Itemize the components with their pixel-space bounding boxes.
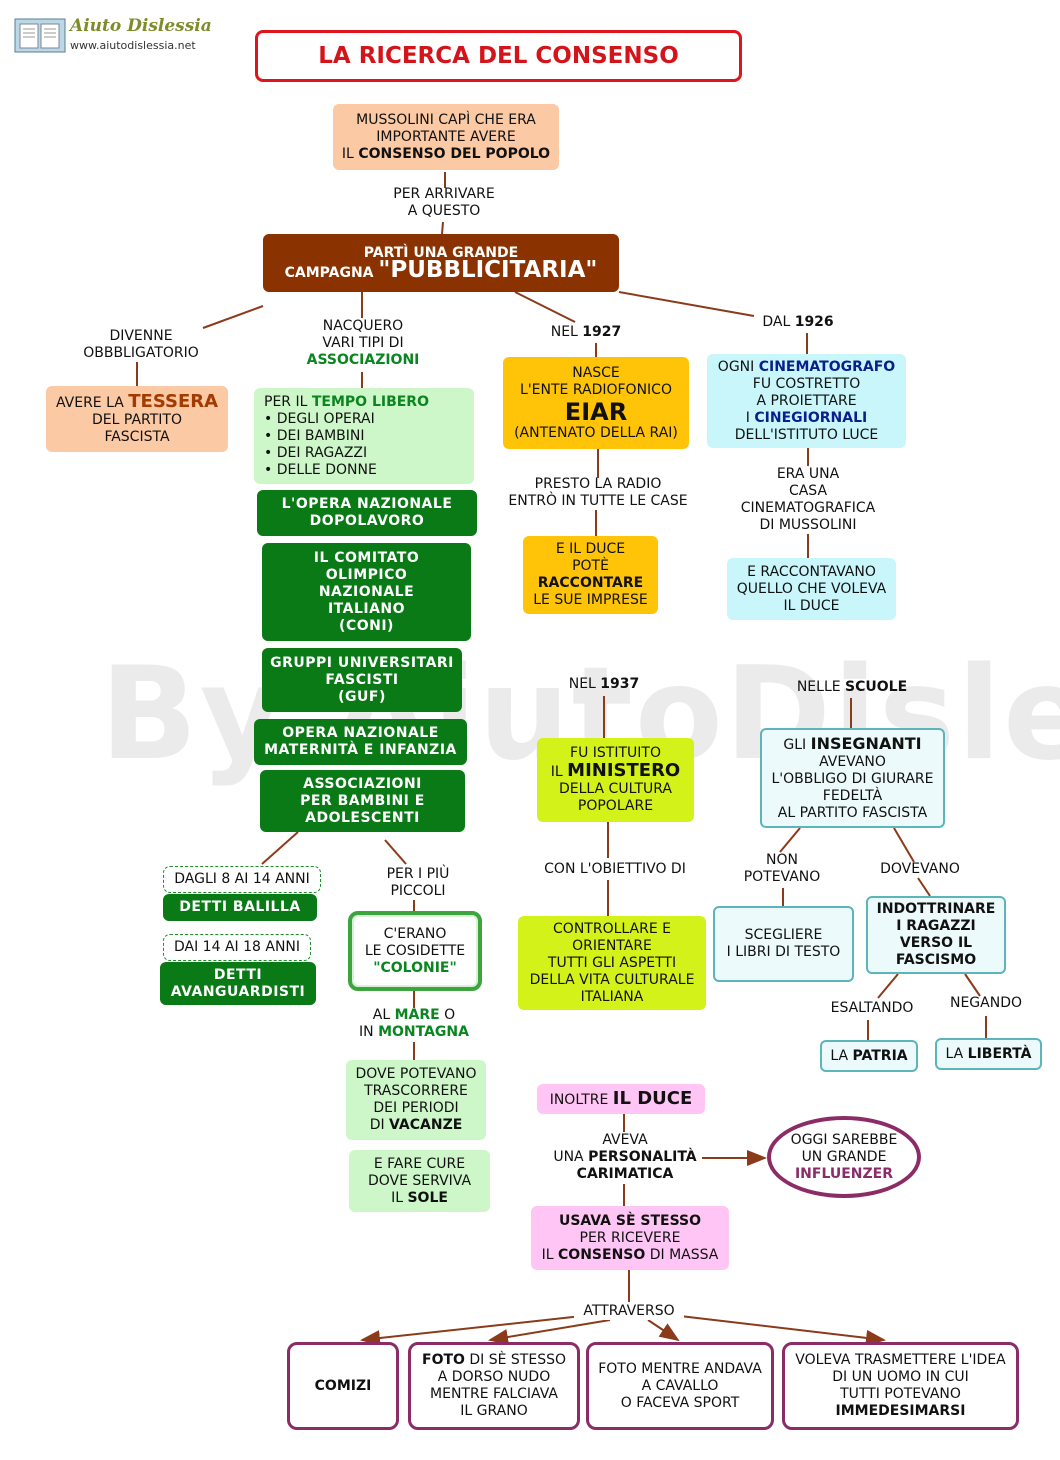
attraverso-label: ATTRAVERSO [574, 1303, 684, 1320]
tessera-node: AVERE LA TESSERA DEL PARTITO FASCISTA [46, 386, 228, 452]
insegnanti-node: GLI INSEGNANTI AVEVANO L'OBBLIGO DI GIUR… [760, 728, 945, 828]
cinematografo-node: OGNI CINEMATOGRAFO FU COSTRETTO A PROIET… [707, 354, 906, 448]
controllare-node: CONTROLLARE E ORIENTARE TUTTI GLI ASPETT… [518, 916, 706, 1010]
duce-raccontare-node: E IL DUCE POTÈ RACCONTARE LE SUE IMPRESE [523, 536, 658, 614]
inoltre-duce-node: INOLTRE IL DUCE [537, 1084, 705, 1114]
negando-label: NEGANDO [949, 995, 1023, 1011]
mussolini-consenso-node: MUSSOLINI CAPÌ CHE ERA IMPORTANTE AVERE … [333, 104, 559, 170]
non-potevano-label: NON POTEVANO [743, 852, 821, 885]
page-title: LA RICERCA DEL CONSENSO [255, 30, 742, 82]
raccontavano-node: E RACCONTAVANO QUELLO CHE VOLEVA IL DUCE [727, 558, 896, 620]
opera-dopolavoro-node: L'OPERA NAZIONALE DOPOLAVORO [257, 490, 477, 536]
book-logo-icon [14, 18, 66, 53]
logo: Aiuto Dislessia www.aiutodislessia.net [14, 16, 212, 56]
per-arrivare-label: PER ARRIVARE A QUESTO [393, 186, 495, 219]
indottrinare-node: INDOTTRINARE I RAGAZZI VERSO IL FASCISMO [866, 896, 1006, 974]
con-obiettivo-label: CON L'OBIETTIVO DI [544, 861, 686, 877]
usava-se-stesso-node: USAVA SÈ STESSO PER RICEVERE IL CONSENSO… [531, 1206, 729, 1270]
era-casa-label: ERA UNA CASA CINEMATOGRAFICA DI MUSSOLIN… [740, 466, 876, 533]
mare-montagna-label: AL MARE O IN MONTAGNA [359, 1007, 469, 1040]
immedesimarsi-node: VOLEVA TRASMETTERE L'IDEA DI UN UOMO IN … [782, 1342, 1019, 1430]
dal-1926-label: DAL 1926 [762, 314, 834, 330]
esaltando-label: ESALTANDO [830, 1000, 914, 1016]
aveva-personalita-label: AVEVA UNA PERSONALITÀ CARIMATICA [553, 1132, 697, 1182]
presto-radio-label: PRESTO LA RADIO ENTRÒ IN TUTTE LE CASE [508, 476, 688, 509]
libri-testo-node: SCEGLIERE I LIBRI DI TESTO [713, 906, 854, 982]
logo-url[interactable]: www.aiutodislessia.net [70, 39, 196, 52]
nelle-scuole-label: NELLE SCUOLE [796, 679, 908, 695]
vacanze-node: DOVE POTEVANO TRASCORRERE DEI PERIODI DI… [346, 1060, 486, 1140]
tempo-libero-node: PER IL TEMPO LIBERO • DEGLI OPERAI • DEI… [254, 388, 474, 484]
per-i-piu-piccoli-label: PER I PIÙ PICCOLI [386, 866, 450, 899]
page-title-text: LA RICERCA DEL CONSENSO [318, 43, 679, 69]
foto-falciava-node: FOTO DI SÈ STESSO A DORSO NUDO MENTRE FA… [408, 1342, 580, 1430]
foto-cavallo-node: FOTO MENTRE ANDAVA A CAVALLO O FACEVA SP… [586, 1342, 774, 1430]
comizi-node: COMIZI [287, 1342, 399, 1430]
divenne-label: DIVENNE OBBBLIGATORIO [83, 328, 199, 361]
guf-node: GRUPPI UNIVERSITARI FASCISTI (GUF) [262, 648, 462, 712]
dai-14-ai-18-node: DAI 14 AI 18 ANNI [163, 934, 311, 961]
coni-node: IL COMITATO OLIMPICO NAZIONALE ITALIANO … [262, 543, 471, 641]
ministero-node: FU ISTITUITO IL MINISTERO DELLA CULTURA … [537, 738, 694, 822]
campagna-pubblicitaria-node: PARTÌ UNA GRANDE CAMPAGNA "PUBBLICITARIA… [263, 234, 619, 292]
nacquero-label: NACQUERO VARI TIPI DI ASSOCIAZIONI [306, 318, 420, 368]
nel-1927-label: NEL 1927 [550, 324, 622, 340]
influenzer-node: OGGI SAREBBE UN GRANDE INFLUENZER [767, 1116, 921, 1198]
nel-1937-label: NEL 1937 [568, 676, 640, 692]
maternita-infanzia-node: OPERA NAZIONALE MATERNITÀ E INFANZIA [254, 719, 467, 765]
sole-node: E FARE CURE DOVE SERVIVA IL SOLE [349, 1150, 490, 1212]
dagli-8-ai-14-node: DAGLI 8 AI 14 ANNI [163, 866, 321, 893]
dovevano-label: DOVEVANO [880, 861, 960, 877]
detti-avanguardisti-node: DETTI AVANGUARDISTI [160, 962, 316, 1005]
detti-balilla-node: DETTI BALILLA [163, 894, 317, 921]
patria-node: LA PATRIA [820, 1040, 918, 1072]
eiar-node: NASCE L'ENTE RADIOFONICO EIAR (ANTENATO … [503, 357, 689, 449]
liberta-node: LA LIBERTÀ [935, 1038, 1042, 1070]
colonie-node: C'ERANO LE COSIDETTE "COLONIE" [348, 911, 482, 991]
bambini-adolescenti-node: ASSOCIAZIONI PER BAMBINI E ADOLESCENTI [260, 770, 465, 832]
logo-name: Aiuto Dislessia [70, 16, 212, 36]
